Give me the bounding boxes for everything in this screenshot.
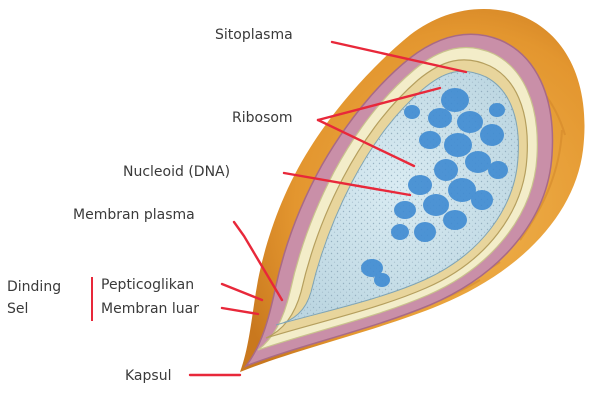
label-sitoplasma: Sitoplasma	[215, 27, 293, 43]
membran-luar-leader	[222, 308, 258, 314]
label-pepticoglikan: Pepticoglikan	[101, 277, 194, 293]
label-sel: Sel	[7, 301, 28, 317]
label-membran-plasma: Membran plasma	[73, 207, 195, 223]
label-membran-luar: Membran luar	[101, 301, 199, 317]
label-nucleoid: Nucleoid (DNA)	[123, 164, 230, 180]
label-dinding: Dinding	[7, 279, 61, 295]
label-ribosom: Ribosom	[232, 110, 293, 126]
label-kapsul: Kapsul	[125, 368, 171, 384]
